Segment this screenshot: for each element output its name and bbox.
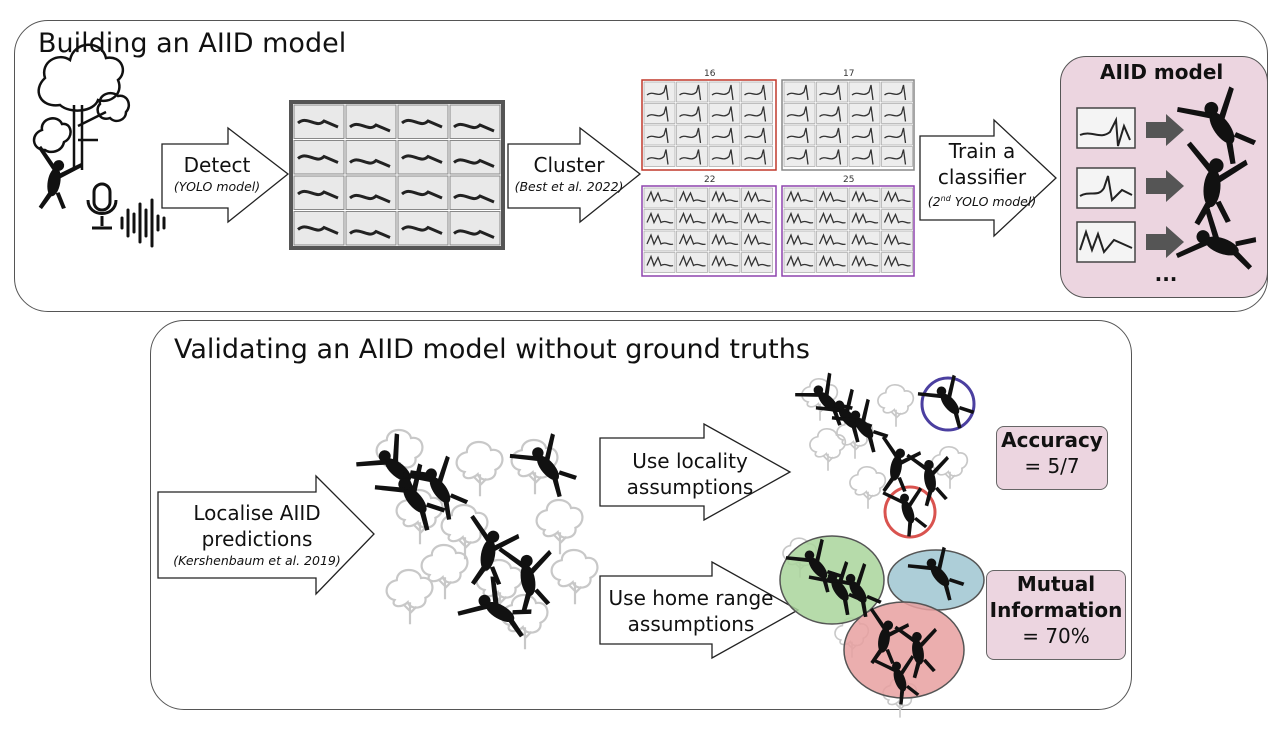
detect-subtext: (YOLO model) [173,179,261,194]
validating-title: Validating an AIID model without ground … [174,334,810,365]
localise-arrow [157,474,375,596]
spectrogram-icon [449,140,501,175]
tree-icon [550,548,599,606]
spectrogram-icon [397,211,449,246]
microphone-icon [86,182,118,230]
mi-label-line1: Mutual [1016,572,1096,596]
tree-icon [809,427,847,472]
spectrogram-icon [345,140,397,175]
aiid-ellipsis: ... [1154,262,1178,286]
tree-icon [32,43,130,170]
gibbon-icon [27,145,85,215]
tree-icon [849,465,887,510]
accuracy-box: Accuracy = 5/7 [996,426,1108,490]
localise-line1: Localise AIID [193,501,321,525]
localise-label: Localise AIID predictions (Kershenbaum e… [160,500,354,570]
gibbon-icon [354,424,441,509]
aiid-model-rows [1076,74,1270,283]
cluster-subtext: (Best et al. 2022) [514,179,624,194]
spectrogram-icon [345,211,397,246]
spectrogram-icon [449,211,501,246]
cluster-label: Cluster (Best et al. 2022) [506,152,632,196]
cluster-id-17: 17 [843,69,855,79]
spectrogram-grid-detect [289,100,505,250]
mi-label-line2: Information [989,598,1123,622]
tree-icon [455,440,504,498]
gibbon-icon [497,538,562,616]
home-range-arrow [599,560,800,660]
mutual-information-box: Mutual Information = 70% [986,570,1126,660]
cluster-grids [641,79,915,277]
home-range-label: Use home range assumptions [602,585,780,637]
train-line1: Train a [948,139,1016,163]
locality-label: Use locality assumptions [604,448,776,500]
tree-icon [535,498,584,556]
detect-label: Detect (YOLO model) [162,152,272,196]
localise-subtext: (Kershenbaum et al. 2019) [173,553,341,568]
spectrogram-icon [449,175,501,210]
spectrogram-icon [345,104,397,139]
train-subtext: (2nd YOLO model) [927,194,1037,210]
train-line2: classifier [937,165,1027,189]
tree-icon [420,543,469,601]
train-label: Train a classifier (2nd YOLO model) [918,138,1046,211]
detect-text: Detect [183,153,251,177]
spectrogram-icon [293,140,345,175]
tree-icon [385,568,434,626]
cluster-id-22: 22 [704,175,716,185]
gibbon-icon [507,423,588,506]
tree-icon [877,383,915,428]
locality-line1: Use locality [632,449,748,473]
cluster-text: Cluster [533,153,605,177]
aiid-model-title: AIID model [1100,60,1224,84]
spectrogram-icon [449,104,501,139]
accuracy-value: = 5/7 [1024,454,1080,478]
soundwave-icon [120,198,166,248]
gibbon-icon [458,514,522,592]
spectrogram-icon [345,175,397,210]
cluster-id-25: 25 [843,175,855,185]
right-arrow-icon [161,118,1057,238]
locality-line2: assumptions [626,475,754,499]
localise-line2: predictions [201,527,313,551]
home-range-result [779,530,985,719]
locality-arrow [599,422,792,522]
locality-result [793,365,984,541]
mi-value: = 70% [1022,624,1090,648]
cluster-id-16: 16 [704,69,716,79]
accuracy-label: Accuracy [1001,428,1103,452]
home-range-line1: Use home range [608,586,774,610]
localisation-map [354,423,599,651]
home-range-line2: assumptions [627,612,755,636]
